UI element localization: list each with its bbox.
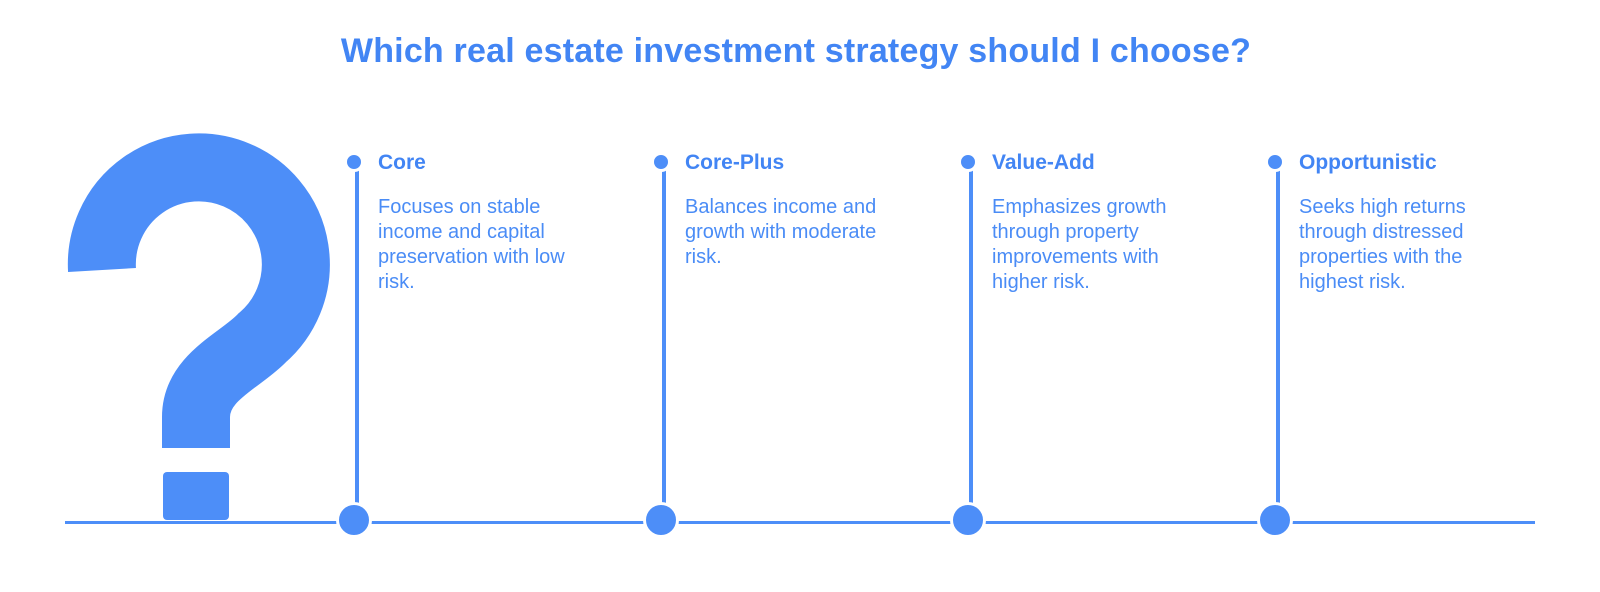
timeline-top-marker-icon (651, 152, 671, 172)
timeline-baseline (65, 521, 1535, 524)
timeline-top-marker-icon (344, 152, 364, 172)
timeline-top-marker-icon (1265, 152, 1285, 172)
question-mark-dot (163, 472, 229, 520)
question-mark-hook (67, 133, 330, 448)
timeline-connector-line (662, 165, 666, 523)
timeline-top-marker-icon (958, 152, 978, 172)
strategy-label: Value-Add (992, 151, 1095, 174)
strategy-description: Balances income and growth with moderate… (685, 196, 877, 268)
strategy-description: Seeks high returns through distressed pr… (1299, 196, 1466, 293)
timeline-bottom-marker-icon (1257, 502, 1293, 538)
question-mark-icon (67, 133, 330, 520)
page-title: Which real estate investment strategy sh… (340, 32, 1252, 70)
strategy-label: Opportunistic (1299, 151, 1437, 174)
strategy-label: Core (378, 151, 426, 174)
strategy-label: Core-Plus (685, 151, 785, 174)
timeline-bottom-marker-icon (643, 502, 679, 538)
timeline-connector-line (969, 165, 973, 523)
timeline-connector-line (1276, 165, 1280, 523)
timeline-bottom-marker-icon (336, 502, 372, 538)
strategy-description: Emphasizes growth through property impro… (992, 196, 1167, 293)
timeline-bottom-marker-icon (950, 502, 986, 538)
timeline-connector-line (355, 165, 359, 523)
strategy-description: Focuses on stable income and capital pre… (378, 196, 565, 293)
